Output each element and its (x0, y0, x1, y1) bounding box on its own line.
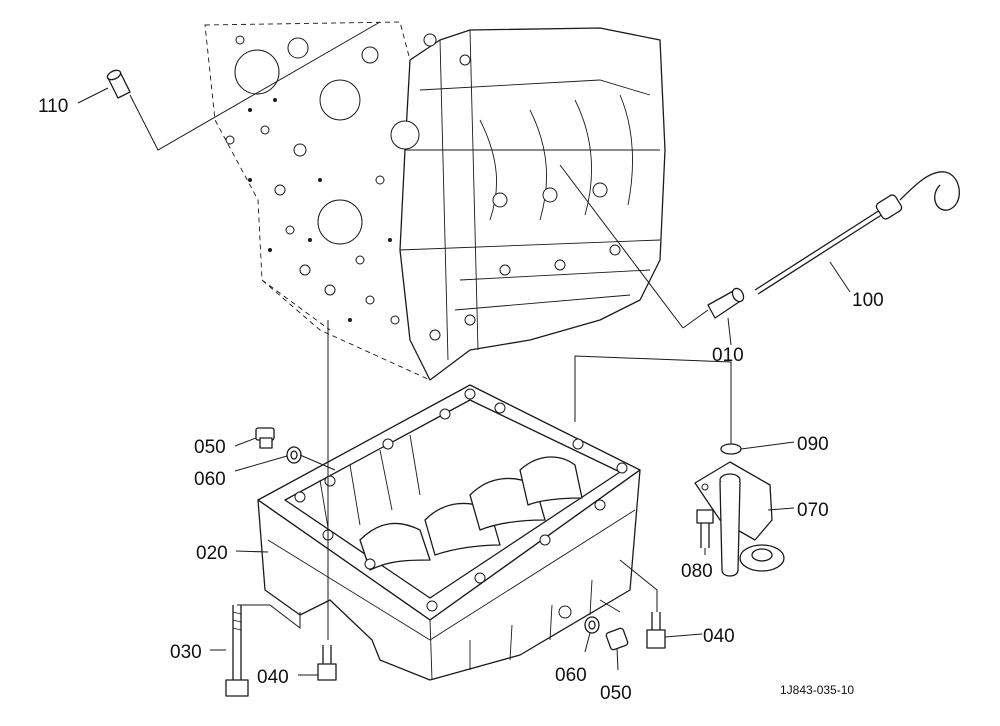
callout-040-right: 040 (703, 626, 735, 647)
gasket-top (286, 446, 302, 464)
reference-code: 1J843-035-10 (780, 683, 854, 697)
oil-dipstick (754, 171, 960, 295)
o-ring (720, 443, 742, 455)
callout-110: 110 (38, 96, 68, 117)
callout-080: 080 (681, 561, 713, 582)
callout-040-left: 040 (257, 667, 289, 688)
leader-lines (77, 21, 851, 676)
gasket-bottom (584, 616, 600, 634)
oil-strainer (694, 461, 785, 577)
drain-plug-bottom (605, 627, 629, 651)
callout-050-top: 050 (194, 437, 226, 458)
bolt-right (646, 612, 666, 649)
callout-090: 090 (797, 434, 829, 455)
dipstick-guide (707, 287, 745, 319)
stud-bolt (225, 605, 249, 697)
callout-020: 020 (196, 543, 228, 564)
engine-block (204, 21, 666, 381)
callout-050-bottom: 050 (600, 683, 632, 704)
plug-110 (106, 69, 131, 99)
oil-pan (257, 384, 641, 681)
callout-060-bottom: 060 (555, 665, 587, 686)
callout-060-top: 060 (194, 469, 226, 490)
callout-030: 030 (170, 642, 202, 663)
bolt-080 (696, 509, 714, 548)
drain-plug-top (255, 427, 275, 449)
callout-010: 010 (712, 345, 744, 366)
callouts: 110 100 010 090 070 080 050 060 020 030 … (38, 96, 884, 704)
bolt-left (317, 645, 337, 681)
callout-070: 070 (797, 500, 829, 521)
callout-100: 100 (852, 290, 884, 311)
